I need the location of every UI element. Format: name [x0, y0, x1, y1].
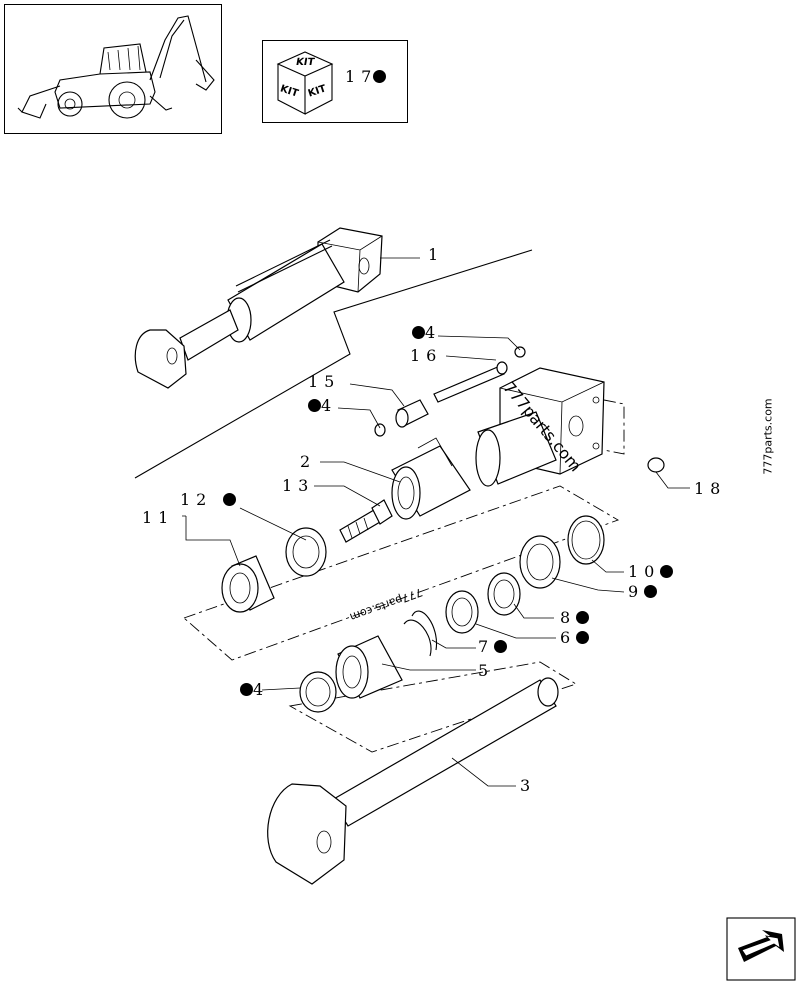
- callout-11: 11: [142, 508, 175, 527]
- callout-14-top: 4: [412, 325, 441, 341]
- callout-7: 7: [478, 637, 508, 656]
- kit-bullet-icon: [240, 683, 253, 696]
- callout-5: 5: [478, 661, 495, 680]
- kit-reference: 17: [345, 67, 387, 86]
- leader-lines: [182, 257, 690, 787]
- machine-thumbnail: [4, 4, 222, 134]
- kit-reference-number: 17: [345, 67, 378, 86]
- kit-bullet-icon: [576, 631, 590, 644]
- kit-bullet-icon: [223, 493, 237, 506]
- part-3-piston-rod: [267, 677, 559, 885]
- kit-bullet-icon: [644, 585, 658, 598]
- callout-10: 10: [628, 562, 674, 581]
- kit-cube-icon: [276, 51, 334, 115]
- seal-kit-boundary-lower: [288, 661, 578, 753]
- kit-bullet-icon: [308, 399, 321, 412]
- kit-bullet-icon: [576, 611, 590, 624]
- callout-10-text: 10: [628, 562, 661, 581]
- parts-5-10-piston-seals: [299, 515, 605, 713]
- callout-12: 12: [180, 490, 237, 509]
- callout-8: 8: [560, 608, 590, 627]
- callout-4-text: 4: [321, 396, 338, 415]
- callout-4-text: 4: [425, 323, 442, 342]
- callout-18: 18: [694, 479, 727, 498]
- callout-4-text: 4: [253, 680, 270, 699]
- kit-legend-box: [262, 40, 408, 123]
- seal-kit-boundary: [183, 485, 620, 661]
- callout-15: 15: [308, 372, 341, 391]
- callout-6: 6: [560, 628, 590, 647]
- callout-7-text: 7: [478, 637, 495, 656]
- callout-8-text: 8: [560, 608, 577, 627]
- callout-12-text: 12: [180, 490, 213, 509]
- part-13-bolt: [339, 499, 393, 543]
- part-2-bushing: [391, 437, 471, 520]
- callout-9-text: 9: [628, 582, 645, 601]
- callout-6-text: 6: [560, 628, 577, 647]
- kit-bullet-icon: [494, 640, 508, 653]
- callout-3: 3: [520, 776, 537, 795]
- part-15-16-fittings: [374, 346, 526, 437]
- watermark-side: 777parts.com: [761, 398, 775, 475]
- callout-13: 13: [282, 476, 315, 495]
- callout-2: 2: [300, 452, 317, 471]
- kit-bullet-icon: [373, 70, 387, 83]
- kit-label-top: KIT: [295, 57, 316, 68]
- callout-4-bottom: 4: [240, 682, 269, 698]
- section-break-line: [134, 249, 533, 479]
- callout-14-mid: 4: [308, 398, 337, 414]
- part-18-head-block: [475, 367, 665, 487]
- kit-bullet-icon: [412, 326, 425, 339]
- callout-9: 9: [628, 582, 658, 601]
- next-page-arrow-icon[interactable]: [726, 917, 796, 981]
- callout-1: 1: [428, 245, 445, 264]
- part-11-12-rings: [221, 527, 327, 613]
- kit-bullet-icon: [660, 565, 674, 578]
- backhoe-loader-icon: [17, 15, 215, 119]
- part-1-cylinder-assembly: [134, 227, 383, 389]
- callout-16: 16: [410, 346, 443, 365]
